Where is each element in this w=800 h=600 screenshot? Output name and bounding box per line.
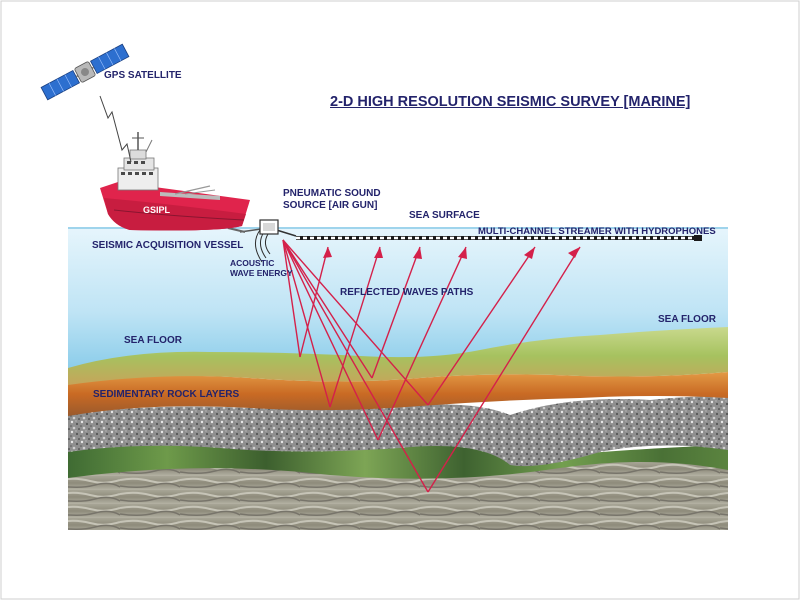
sea-floor-left-label: SEA FLOOR: [124, 335, 182, 346]
bedrock-layer: [68, 453, 728, 530]
sea-floor-right-label: SEA FLOOR: [658, 314, 716, 325]
sea-floor-layer: [68, 327, 728, 385]
air-gun-label-line1: PNEUMATIC SOUND: [283, 188, 381, 199]
gps-signal-link: [99, 95, 132, 163]
diagram-title: 2-D HIGH RESOLUTION SEISMIC SURVEY [MARI…: [330, 94, 691, 110]
gravel-layer: [68, 396, 728, 467]
acoustic-label-line1: ACOUSTIC: [230, 258, 275, 268]
air-gun-label-line2: SOURCE [AIR GUN]: [283, 199, 378, 211]
ray-arrowheads: [323, 247, 580, 259]
streamer-label: MULTI-CHANNEL STREAMER WITH HYDROPHONES: [478, 226, 716, 237]
seismic-vessel: [100, 132, 250, 233]
reflected-waves-label: REFLECTED WAVES PATHS: [340, 287, 474, 298]
acoustic-wave-label: ACOUSTIC WAVE ENERGY: [230, 258, 293, 279]
acoustic-label-line2: WAVE ENERGY: [230, 267, 293, 278]
ship-name-label: GSIPL: [143, 205, 171, 215]
sedimentary-label: SEDIMENTARY ROCK LAYERS: [93, 389, 240, 400]
air-gun-label: PNEUMATIC SOUND SOURCE [AIR GUN]: [283, 188, 381, 211]
green-rock-layer: [68, 442, 728, 479]
gps-satellite-label: GPS SATELLITE: [104, 70, 182, 81]
gps-satellite-icon: [40, 43, 130, 101]
sea-surface-label: SEA SURFACE: [409, 210, 480, 221]
reflected-wave-paths: [282, 239, 581, 493]
vessel-label: SEISMIC ACQUISITION VESSEL: [92, 240, 244, 251]
sedimentary-layer: [68, 372, 728, 416]
